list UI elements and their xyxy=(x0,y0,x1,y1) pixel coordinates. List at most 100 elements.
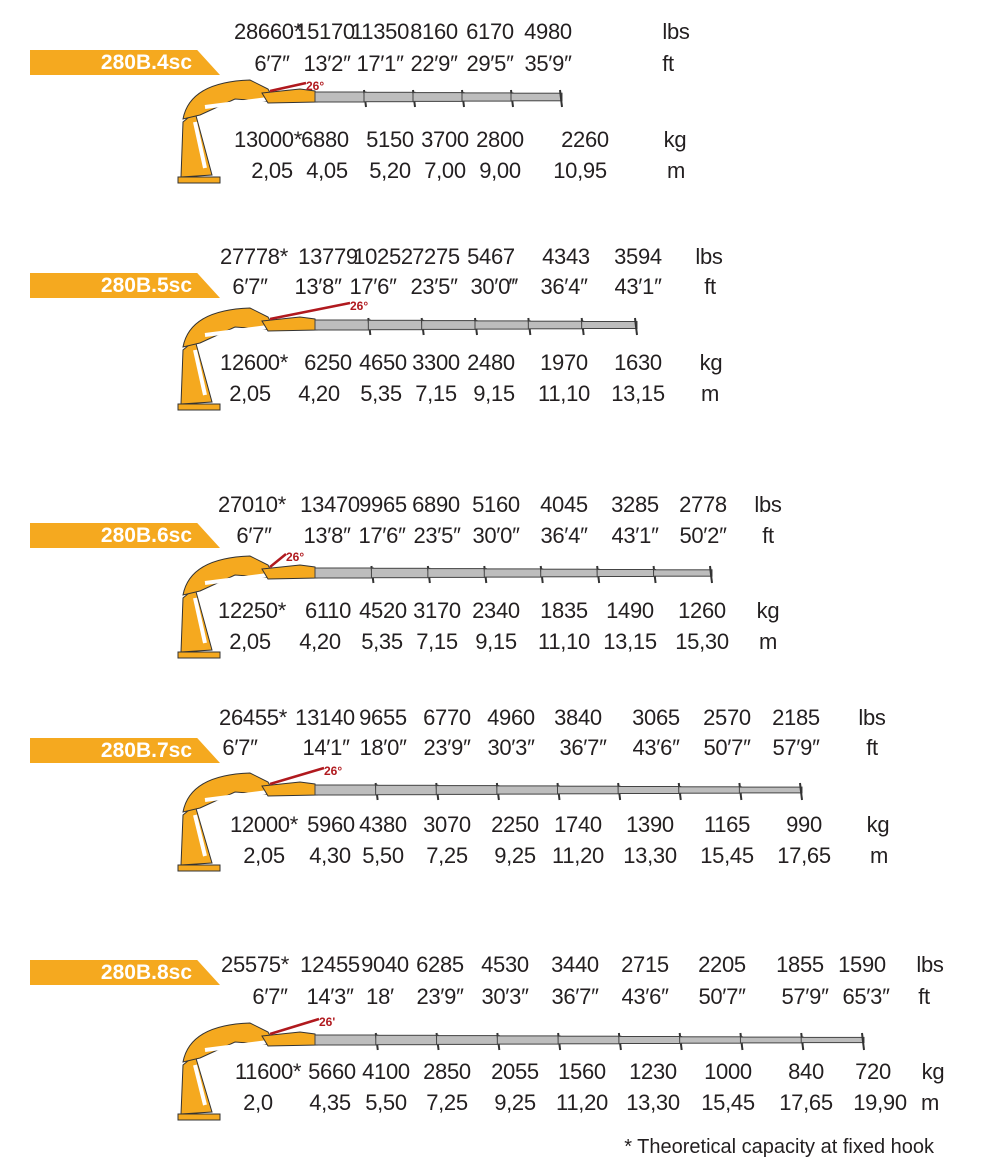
kg-value: 6110 xyxy=(304,598,352,623)
m-value: 11,20 xyxy=(556,1090,608,1115)
kg-value: 1740 xyxy=(554,812,602,837)
m-value: 5,35 xyxy=(360,381,402,406)
ft-value: 50′7″ xyxy=(698,984,746,1009)
boom-extension xyxy=(653,569,713,577)
kg-value: 4650 xyxy=(359,350,407,375)
m-value: 2,05 xyxy=(251,158,293,183)
lbs-unit-label: lbs xyxy=(662,19,690,44)
boom-extension xyxy=(618,1036,683,1044)
lbs-value: 6770 xyxy=(423,705,471,730)
lbs-unit-label: lbs xyxy=(695,244,723,269)
m-value: 15,30 xyxy=(675,629,729,654)
model-label-banner: 280B.4sc xyxy=(30,50,220,75)
boom-extension xyxy=(427,568,487,578)
m-value: 19,90 xyxy=(853,1090,907,1115)
boom-extension xyxy=(375,1034,440,1046)
column-cylinder xyxy=(193,121,207,169)
boom-extension xyxy=(421,320,478,330)
ft-value: 50′7″ xyxy=(703,735,751,760)
lbs-value: 13779 xyxy=(298,244,358,269)
boom-extension xyxy=(581,321,638,329)
kg-value: 13000* xyxy=(234,127,302,152)
m-value: 15,45 xyxy=(701,1090,755,1115)
kg-value: 720 xyxy=(855,1059,891,1084)
angle-label: 26° xyxy=(286,550,304,564)
ft-value: 35′9″ xyxy=(524,51,572,76)
lbs-value: 4530 xyxy=(481,952,529,977)
lbs-value: 10252 xyxy=(353,244,413,269)
lbs-value: 3065 xyxy=(632,705,680,730)
kg-value: 12250* xyxy=(218,598,286,623)
ft-value: 18′ xyxy=(366,984,394,1009)
ft-value: 36′4″ xyxy=(540,274,588,299)
boom-extension xyxy=(314,784,379,796)
kg-value: 2850 xyxy=(423,1059,471,1084)
ft-value: 14′3″ xyxy=(306,984,354,1009)
angle-indicator-line xyxy=(269,553,287,568)
kg-value: 11600* xyxy=(234,1059,302,1084)
m-value: 13,15 xyxy=(611,381,665,406)
boom-extension xyxy=(527,320,585,330)
kg-unit-label: kg xyxy=(663,127,687,152)
kg-unit-label: kg xyxy=(921,1059,945,1084)
boom-extension xyxy=(314,91,367,103)
crane-base xyxy=(177,1113,221,1121)
ft-value: 65′3″ xyxy=(842,984,890,1009)
lbs-value: 27778* xyxy=(220,244,288,269)
m-value: 9,15 xyxy=(475,629,517,654)
crane-base xyxy=(177,176,221,184)
boom-extension xyxy=(412,92,465,102)
m-value: 11,20 xyxy=(552,843,604,868)
kg-value: 1560 xyxy=(558,1059,606,1084)
boom-extension xyxy=(461,92,514,102)
lbs-value: 5467 xyxy=(467,244,515,269)
m-value: 7,00 xyxy=(424,158,466,183)
extension-hook xyxy=(709,565,713,584)
m-value: 5,20 xyxy=(369,158,411,183)
model-name: 280B.5sc xyxy=(100,274,192,297)
ft-value: 36′7″ xyxy=(551,984,599,1009)
boom-extension xyxy=(596,569,657,577)
kg-value: 2250 xyxy=(491,812,539,837)
ft-value: 6′7″ xyxy=(252,984,288,1009)
ft-value: 30′0‴ xyxy=(470,274,518,299)
lbs-value: 9040 xyxy=(361,952,409,977)
m-value: 17,65 xyxy=(779,1090,833,1115)
ft-value: 17′6″ xyxy=(358,523,406,548)
crane-base xyxy=(177,651,221,659)
lbs-value: 4960 xyxy=(487,705,535,730)
lbs-value: 2778 xyxy=(679,492,727,517)
lbs-value: 3440 xyxy=(551,952,599,977)
m-value: 13,30 xyxy=(626,1090,680,1115)
boom-extension xyxy=(679,1036,743,1044)
lbs-value: 3840 xyxy=(554,705,602,730)
ft-value: 18′0″ xyxy=(359,735,407,760)
ft-unit-label: ft xyxy=(662,51,674,76)
lbs-value: 5160 xyxy=(472,492,520,517)
m-value: 9,25 xyxy=(494,1090,536,1115)
lbs-value: 2570 xyxy=(703,705,751,730)
boom-extension xyxy=(363,91,416,103)
kg-value: 1490 xyxy=(606,598,654,623)
ft-value: 23′9″ xyxy=(416,984,464,1009)
model-name: 280B.8sc xyxy=(100,961,192,984)
model-label-banner: 280B.8sc xyxy=(30,960,220,985)
model-name: 280B.7sc xyxy=(100,739,192,762)
lbs-value: 1590 xyxy=(838,952,886,977)
crane-column xyxy=(180,587,213,653)
ft-value: 30′0″ xyxy=(472,523,520,548)
kg-value: 4380 xyxy=(359,812,407,837)
ft-value: 43′6″ xyxy=(632,735,680,760)
m-value: 7,25 xyxy=(426,1090,468,1115)
kg-value: 1165 xyxy=(703,812,751,837)
boom-extension xyxy=(496,1035,561,1045)
boom-extension xyxy=(370,567,431,579)
model-name: 280B.6sc xyxy=(100,524,192,547)
angle-label: 26' xyxy=(319,1015,335,1029)
m-value: 4,20 xyxy=(299,629,341,654)
kg-value: 3070 xyxy=(423,812,471,837)
kg-value: 1230 xyxy=(629,1059,677,1084)
ft-value: 57′9″ xyxy=(772,735,820,760)
m-value: 2,0 xyxy=(243,1090,273,1115)
ft-value: 36′7″ xyxy=(559,735,607,760)
